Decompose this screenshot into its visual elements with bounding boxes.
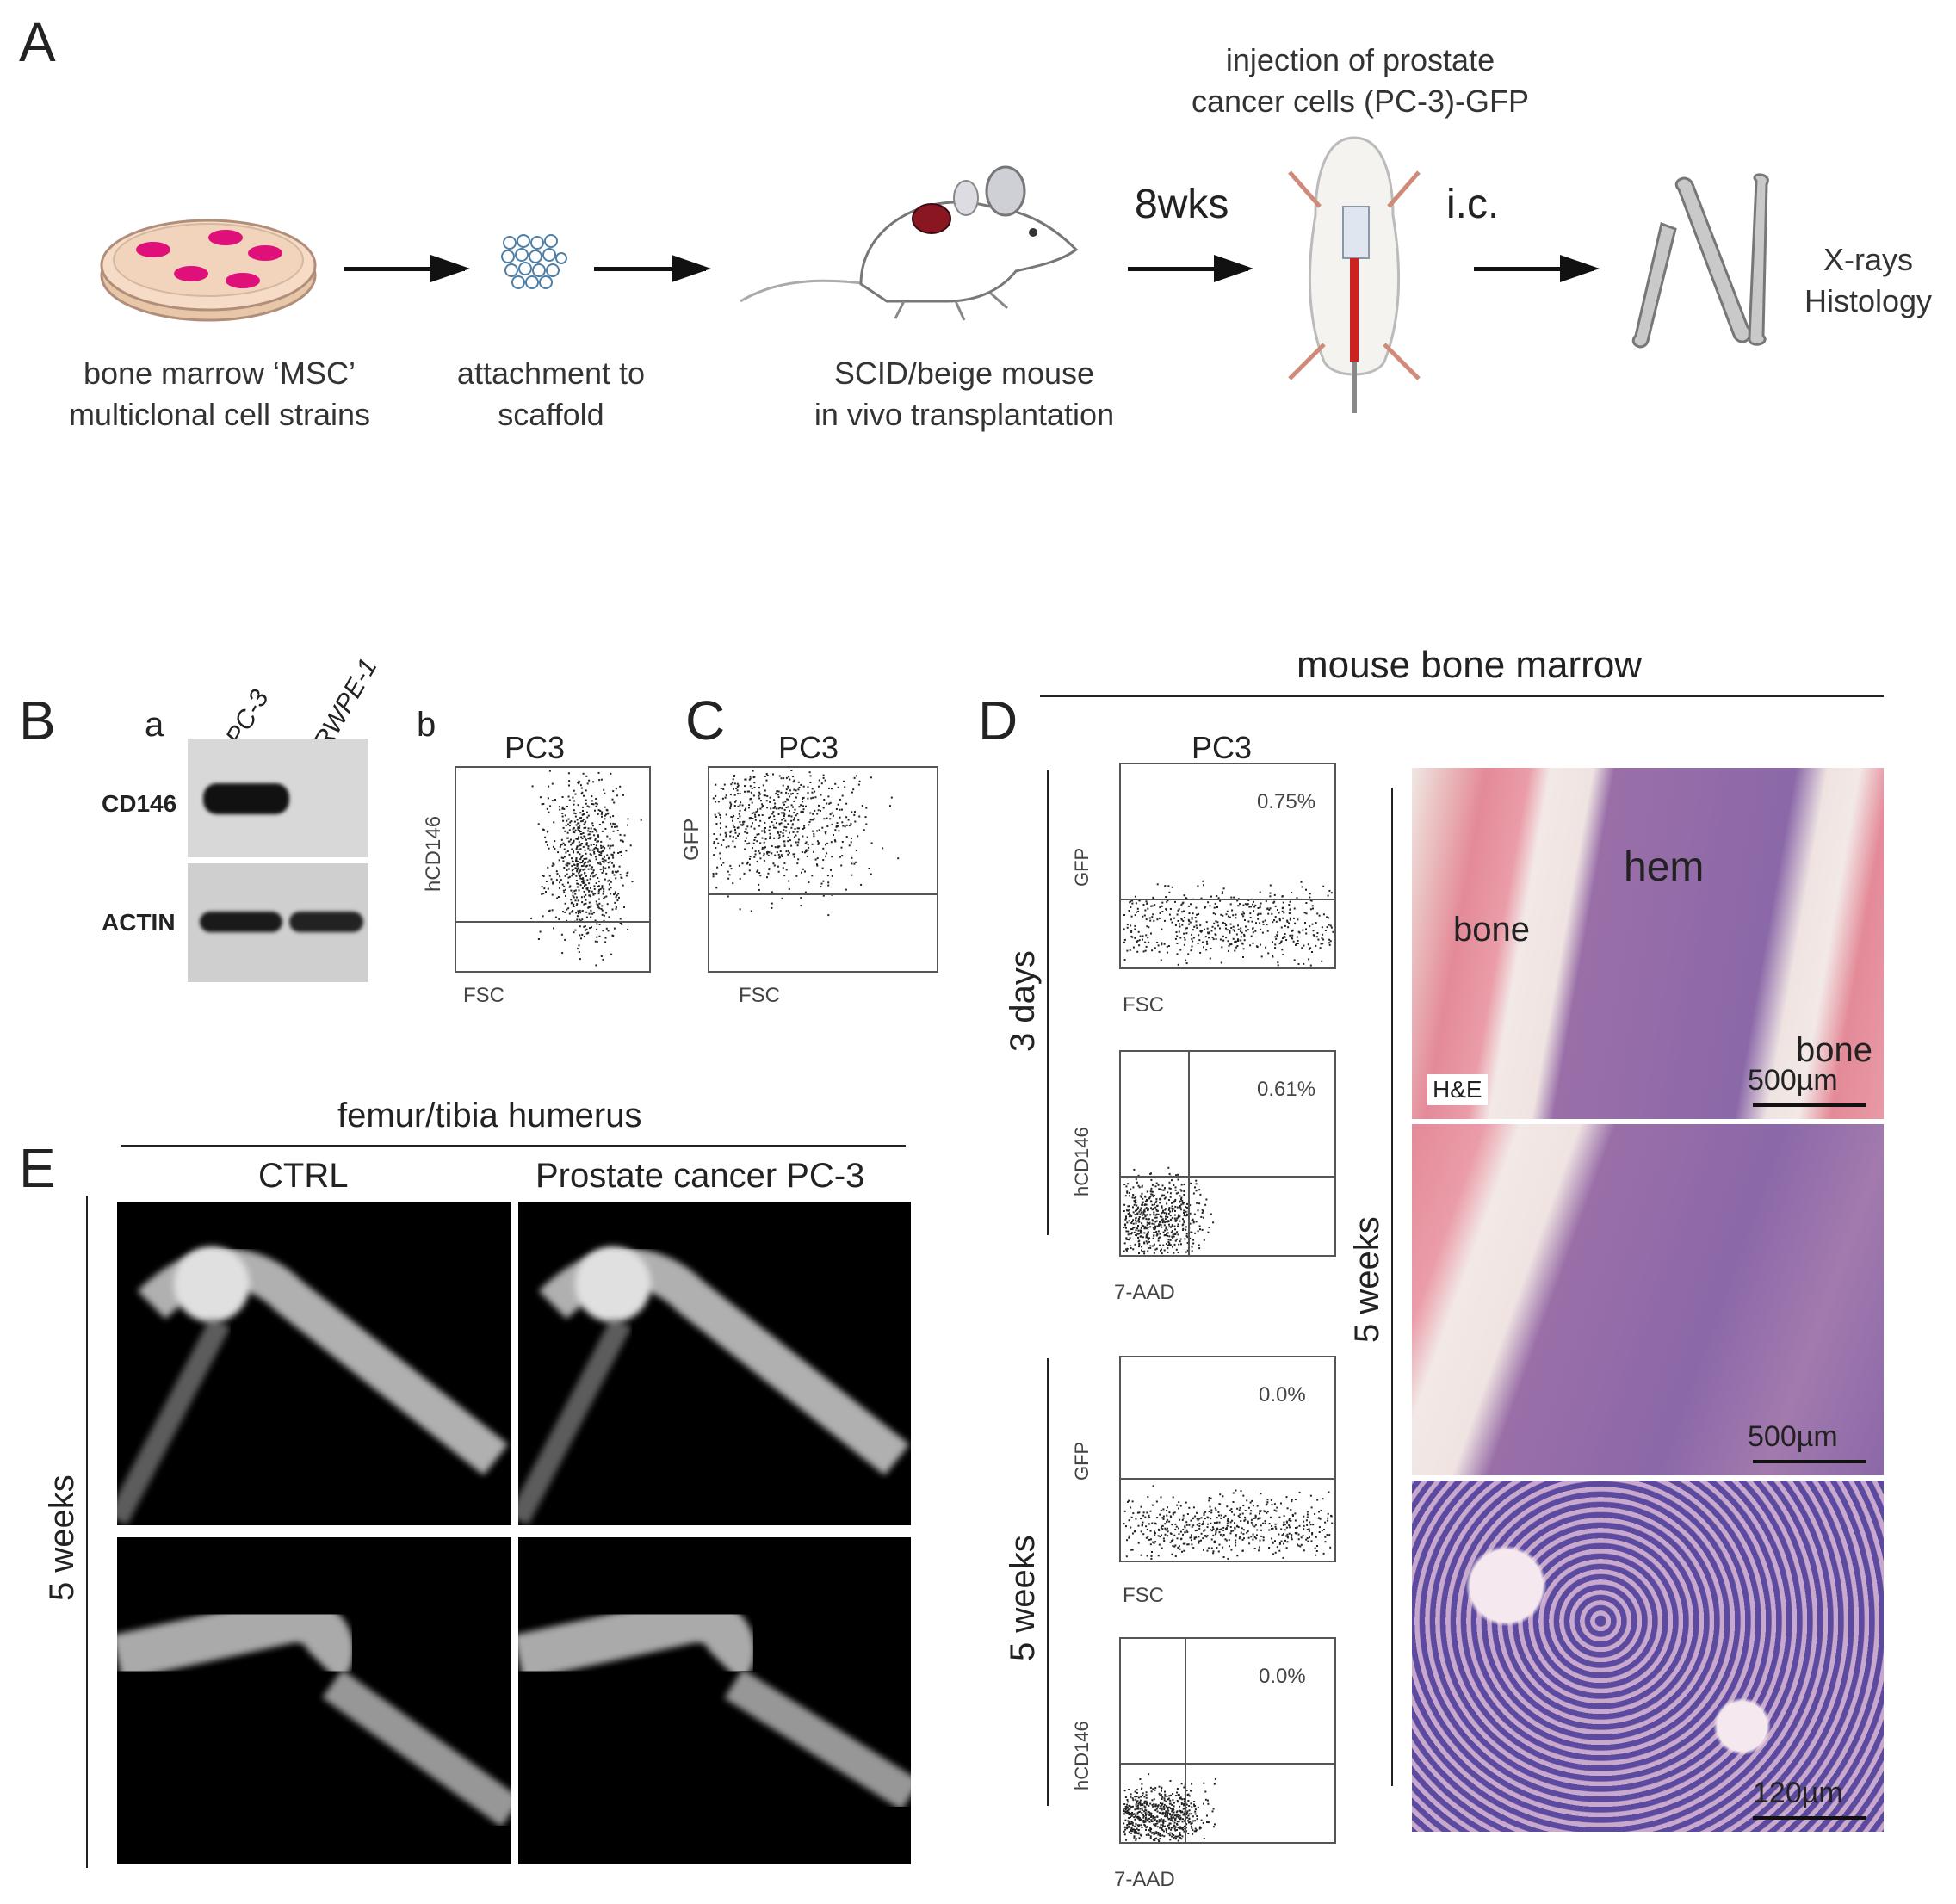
panel-b-sub-a: a xyxy=(145,706,164,744)
xray-ctrl-humerus xyxy=(117,1537,511,1864)
panel-d-plot-4: 0.0% xyxy=(1119,1637,1336,1844)
panel-d-header-rule xyxy=(1040,695,1884,697)
group2-label: 5 weeks xyxy=(1004,1535,1042,1661)
arrow-2 xyxy=(594,255,711,282)
western-blot-cd146 xyxy=(188,739,368,857)
panel-d-plot-2: 0.61% xyxy=(1119,1050,1336,1257)
injected-mouse-icon xyxy=(1288,136,1421,413)
panel-c-flow-title: PC3 xyxy=(778,730,839,765)
histo-scale-1: 500µm xyxy=(1748,1064,1838,1097)
panel-e-col1: CTRL xyxy=(258,1157,349,1195)
panel-b-flow-plot xyxy=(455,766,651,973)
petri-dish-icon xyxy=(100,219,317,322)
arrow-3 xyxy=(1128,255,1253,282)
histo-group-label: 5 weeks xyxy=(1348,1216,1386,1343)
panel-d-plot-1-xlabel: FSC xyxy=(1123,993,1164,1017)
panel-c-xlabel: FSC xyxy=(739,984,780,1007)
panel-e-header-rule xyxy=(121,1145,906,1147)
panel-d-header: mouse bone marrow xyxy=(1297,644,1643,686)
histology-image-3: 120µm xyxy=(1412,1481,1884,1832)
panel-d-plot-3-percent: 0.0% xyxy=(1259,1383,1306,1406)
panel-c-ylabel: GFP xyxy=(680,818,703,861)
mouse-icon xyxy=(740,165,1079,321)
histo-scalebar-1 xyxy=(1753,1103,1866,1107)
panel-d-plot-4-xlabel: 7-AAD xyxy=(1114,1868,1175,1891)
panel-d-plot-4-percent: 0.0% xyxy=(1259,1665,1306,1688)
row-label-actin: ACTIN xyxy=(102,909,176,936)
xray-ctrl-femur xyxy=(117,1202,511,1525)
panel-letter-d: D xyxy=(978,689,1018,751)
histo-label-bone-right: bone xyxy=(1796,1031,1872,1069)
panel-d-plot-1-ylabel: GFP xyxy=(1071,847,1093,887)
xray-pc3-humerus xyxy=(518,1537,911,1864)
panel-d-plot-4-ylabel: hCD146 xyxy=(1071,1721,1093,1790)
interval-label: 8wks xyxy=(1135,182,1229,227)
panel-d-plot-3-xlabel: FSC xyxy=(1123,1584,1164,1607)
panel-d-plot-1: 0.75% xyxy=(1119,763,1336,969)
panel-c-flow-plot xyxy=(708,766,938,973)
step2-label: attachment to scaffold xyxy=(456,355,646,432)
western-blot-actin xyxy=(188,863,368,982)
histology-image-2: 500µm xyxy=(1412,1124,1884,1475)
panel-letter-b: B xyxy=(19,689,56,751)
route-label: i.c. xyxy=(1446,182,1500,227)
panel-d-plot-2-ylabel: hCD146 xyxy=(1071,1127,1093,1196)
panel-letter-c: C xyxy=(685,689,726,751)
xray-pc3-femur xyxy=(518,1202,911,1525)
panel-b-xlabel: FSC xyxy=(463,984,504,1007)
panel-e-col2: Prostate cancer PC-3 xyxy=(535,1157,865,1195)
panel-e-bracket xyxy=(86,1196,88,1868)
group1-bracket xyxy=(1047,770,1049,1235)
histo-scalebar-3 xyxy=(1753,1816,1866,1820)
step1-label: bone marrow ‘MSC’ multiclonal cell strai… xyxy=(68,355,371,432)
step4-label: injection of prostate cancer cells (PC-3… xyxy=(1191,42,1530,119)
panel-d-plot-3-ylabel: GFP xyxy=(1071,1441,1093,1481)
panel-d-plot-2-xlabel: 7-AAD xyxy=(1114,1281,1175,1304)
histo-bracket xyxy=(1391,788,1393,1786)
histo-label-bone-left: bone xyxy=(1453,911,1530,949)
panel-e-header: femur/tibia humerus xyxy=(337,1097,642,1134)
panel-d-title: PC3 xyxy=(1192,730,1253,765)
panel-b-ylabel: hCD146 xyxy=(422,815,445,892)
row-label-cd146: CD146 xyxy=(102,790,177,817)
histo-scale-3: 120µm xyxy=(1753,1777,1843,1809)
group1-label: 3 days xyxy=(1004,950,1042,1052)
panel-b-sub-b: b xyxy=(417,706,436,744)
panel-b-flow-title: PC3 xyxy=(504,730,566,765)
panel-d-plot-1-percent: 0.75% xyxy=(1257,790,1316,813)
histo-scalebar-2 xyxy=(1753,1460,1866,1463)
arrow-1 xyxy=(344,255,470,282)
scaffold-icon xyxy=(501,234,567,289)
panel-letter-e: E xyxy=(19,1137,56,1199)
histo-scale-2: 500µm xyxy=(1748,1420,1838,1453)
panel-e-row-label: 5 weeks xyxy=(43,1474,81,1601)
readout-label: X-rays Histology xyxy=(1804,242,1933,318)
step3-label: SCID/beige mouse in vivo transplantation xyxy=(814,355,1115,432)
histo-label-stain: H&E xyxy=(1427,1074,1488,1105)
histology-image-1: bone hem bone H&E 500µm xyxy=(1412,768,1884,1119)
panel-letter-a: A xyxy=(19,11,56,73)
histo-label-hem: hem xyxy=(1624,844,1705,890)
arrow-4 xyxy=(1474,255,1600,282)
group2-bracket xyxy=(1047,1358,1049,1806)
bones-icon xyxy=(1631,173,1769,349)
panel-d-plot-2-percent: 0.61% xyxy=(1257,1078,1316,1101)
panel-d-plot-3: 0.0% xyxy=(1119,1356,1336,1562)
